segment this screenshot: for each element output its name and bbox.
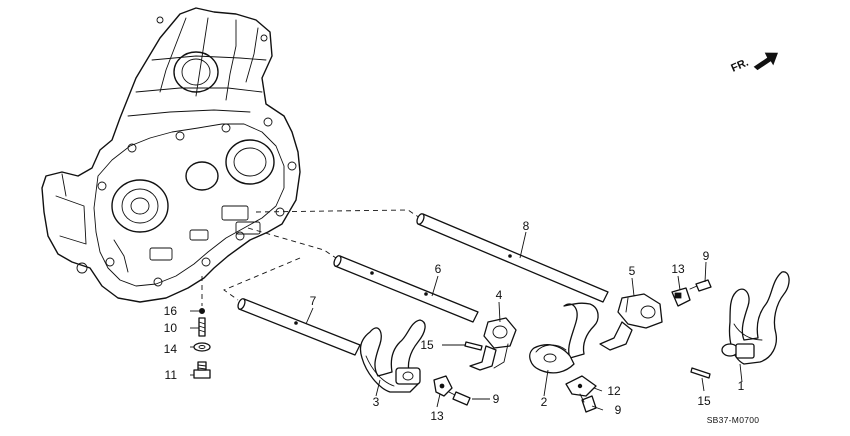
interlock-13-right xyxy=(671,287,691,307)
shift-rail-6 xyxy=(333,255,479,323)
front-direction-indicator: FR. xyxy=(729,52,778,75)
callout-9-bottom: 9 xyxy=(493,392,500,406)
callout-5: 5 xyxy=(629,264,636,278)
projection-lines xyxy=(201,209,421,306)
spring-pin-15-left xyxy=(464,341,483,351)
callout-3: 3 xyxy=(373,395,380,409)
diagram-code: SB37-M0700 xyxy=(707,415,760,425)
bolt-9-center xyxy=(579,393,597,413)
callout-6: 6 xyxy=(435,262,442,276)
bolt-9-right xyxy=(689,279,712,292)
callout-14: 14 xyxy=(164,342,178,356)
shift-piece-5 xyxy=(599,293,663,351)
callout-9-center: 9 xyxy=(615,403,622,417)
callout-8: 8 xyxy=(523,219,530,233)
callout-13-bottom: 13 xyxy=(430,409,444,423)
front-arrow-icon xyxy=(753,52,778,71)
shift-rail-8 xyxy=(416,213,609,303)
lock-plate-12 xyxy=(565,375,597,397)
callout-16: 16 xyxy=(164,304,178,318)
callout-15-left: 15 xyxy=(420,338,434,352)
shift-fork-2 xyxy=(529,302,599,374)
callout-10: 10 xyxy=(164,321,178,335)
bolt-9-bottom xyxy=(448,391,471,406)
transmission-case xyxy=(41,7,301,303)
shift-fork-3 xyxy=(359,319,426,393)
callout-7: 7 xyxy=(310,294,317,308)
callout-15-right: 15 xyxy=(697,394,711,408)
front-direction-label: FR. xyxy=(729,57,750,75)
callout-1: 1 xyxy=(738,379,745,393)
shift-piece-4 xyxy=(469,317,517,371)
callout-4: 4 xyxy=(496,288,503,302)
shift-rail-7 xyxy=(237,298,361,356)
callout-9-top: 9 xyxy=(703,249,710,263)
drain-plug-assembly xyxy=(193,307,211,379)
callout-13-top: 13 xyxy=(671,262,685,276)
spring-pin-15-right xyxy=(690,367,711,379)
callout-11: 11 xyxy=(165,368,178,382)
callout-2: 2 xyxy=(541,395,548,409)
leader-lines xyxy=(190,231,743,411)
shift-fork-1 xyxy=(721,271,790,365)
callout-12: 12 xyxy=(607,384,621,398)
interlock-13-bottom xyxy=(433,375,453,397)
callout-labels: 1 2 3 4 5 6 7 8 9 9 9 10 11 12 13 13 14 … xyxy=(164,219,745,423)
